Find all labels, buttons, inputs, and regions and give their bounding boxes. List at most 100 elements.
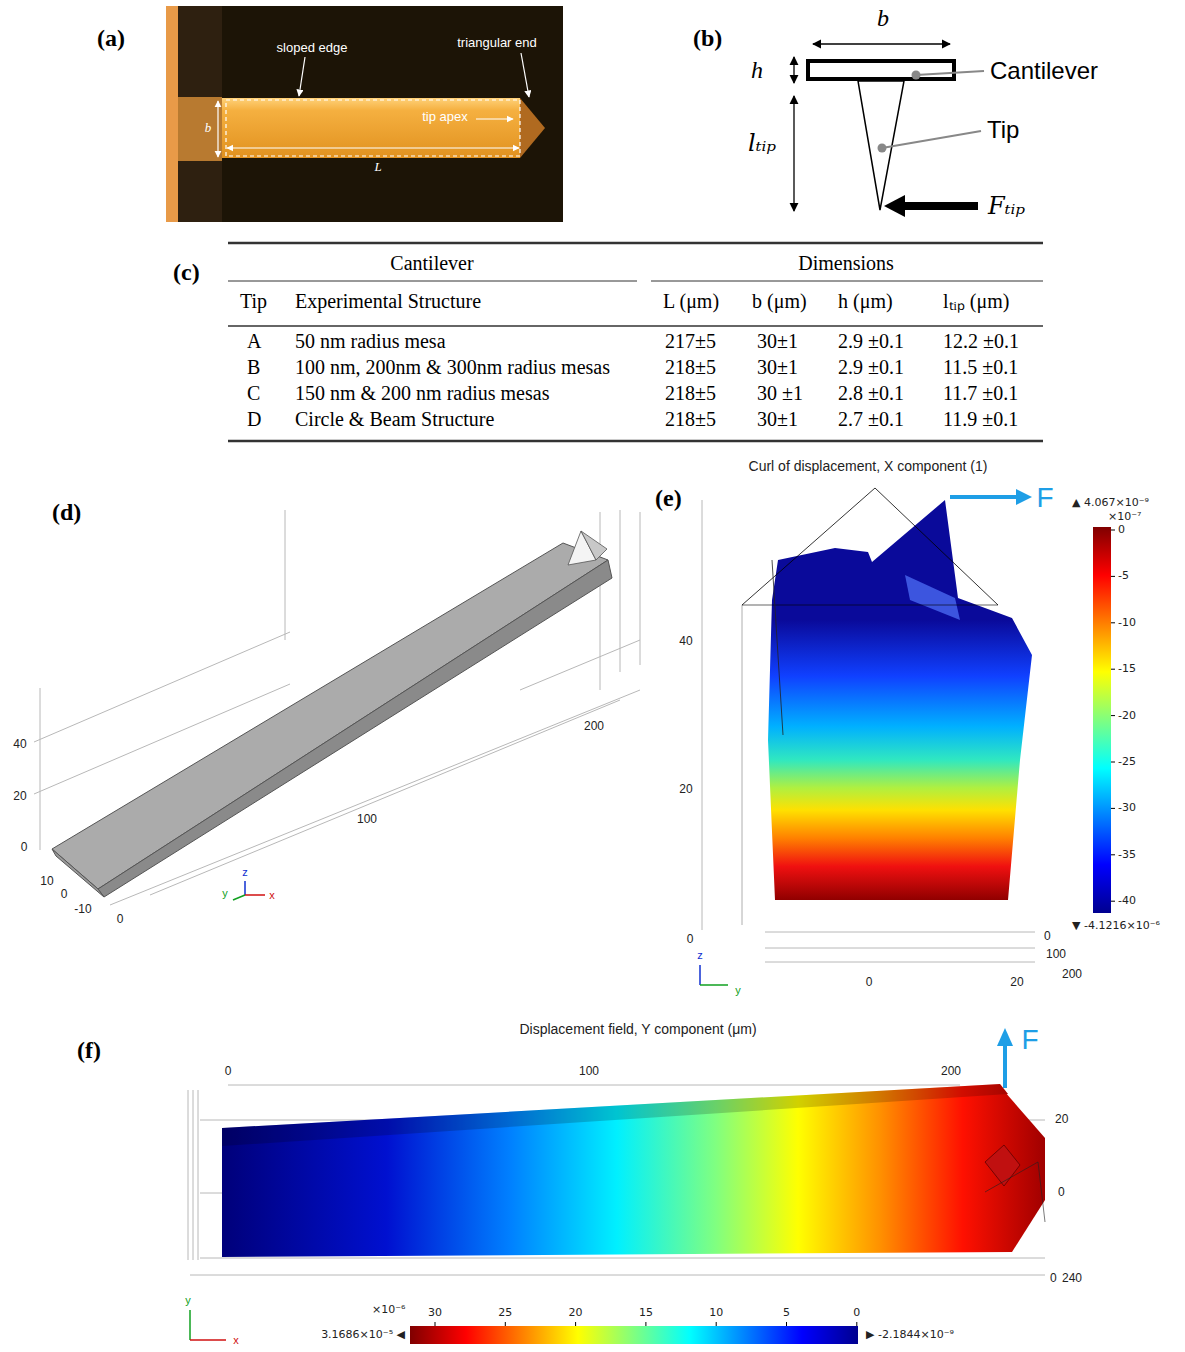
- colorbar-label: 20: [569, 1307, 583, 1319]
- table-cell: 2.8 ±0.1: [838, 382, 904, 404]
- micrograph: [299, 57, 305, 96]
- micrograph: [217, 101, 218, 157]
- cantilever-sketch: [912, 71, 921, 80]
- table-cell: D: [247, 408, 261, 430]
- axis-tick: 240: [1062, 1272, 1082, 1285]
- panel-label: (c): [173, 259, 200, 285]
- axis-name: z: [697, 949, 703, 961]
- micrograph: [222, 98, 520, 158]
- callout-label: tip apex: [422, 110, 468, 124]
- micrograph: [166, 6, 563, 222]
- plot-title: Curl of displacement, X component (1): [749, 459, 988, 474]
- curl-plot: [765, 932, 1035, 962]
- cantilever-sketch: [793, 57, 794, 83]
- displacement-plot: [716, 1322, 717, 1326]
- axis-name: y: [222, 887, 228, 899]
- cantilever-sketch: [813, 43, 950, 44]
- axis-tick: 200: [941, 1065, 961, 1078]
- curl-plot: [765, 932, 1035, 933]
- colorbar-label: 25: [498, 1307, 512, 1319]
- axis-tick: 20: [1010, 976, 1023, 989]
- micrograph: [520, 98, 545, 158]
- displacement-plot: [193, 1090, 194, 1260]
- curl-plot: [950, 495, 1018, 499]
- callout-label: sloped edge: [277, 41, 348, 55]
- curl-plot: [1093, 527, 1111, 913]
- axis-name: y: [185, 1294, 191, 1306]
- geometry-view: [34, 510, 640, 905]
- curl-plot: [742, 605, 743, 925]
- table-cell: 11.7 ±0.1: [943, 382, 1018, 404]
- table-cell: b (μm): [752, 290, 807, 312]
- geometry-view: [581, 531, 607, 560]
- geometry-view: [34, 632, 290, 742]
- displacement-plot: [222, 1084, 1008, 1146]
- curl-plot: [742, 605, 998, 606]
- force-label: F: [1021, 1025, 1038, 1056]
- axis-tick: 10: [40, 875, 53, 888]
- displacement-plot: [985, 1162, 1045, 1222]
- table-cell: Dimensions: [798, 252, 894, 274]
- table-cell: 12.2 ±0.1: [943, 330, 1019, 352]
- part-label: Tip: [987, 117, 1019, 143]
- axis-name: x: [233, 1334, 239, 1346]
- axis-tick: 0: [1044, 930, 1051, 943]
- table-cell: 217±5: [665, 330, 716, 352]
- table-cell: 2.7 ±0.1: [838, 408, 904, 430]
- force-label: F: [1036, 483, 1053, 514]
- colorbar-label: ×10⁻⁷: [1108, 511, 1141, 523]
- displacement-plot: [985, 1145, 1020, 1186]
- cantilever-sketch: [916, 71, 984, 75]
- dimension-label: L: [374, 160, 381, 174]
- micrograph: [178, 6, 222, 222]
- micrograph: [226, 100, 520, 156]
- cantilever-sketch: [900, 202, 978, 210]
- panel-label: (f): [77, 1037, 101, 1063]
- geometry-view: [245, 894, 265, 896]
- axis-tick: 100: [1046, 948, 1066, 961]
- curl-plot: [700, 984, 728, 986]
- colorbar-label: 0: [1118, 524, 1125, 536]
- displacement-plot: [188, 1085, 1045, 1275]
- table-rule: [228, 325, 1043, 327]
- geometry-view: [285, 510, 286, 640]
- curl-plot: [1111, 530, 1115, 901]
- table-cell: 218±5: [665, 408, 716, 430]
- axis-tick: 0: [1050, 1272, 1057, 1285]
- axis-name: y: [735, 984, 741, 996]
- colorbar-label: 0: [853, 1307, 860, 1319]
- table-cell: Experimental Structure: [295, 290, 481, 312]
- axis-tick: 40: [679, 635, 692, 648]
- axis-tick: 20: [13, 790, 26, 803]
- displacement-plot: [856, 1322, 857, 1326]
- axis-tick: 20: [1055, 1113, 1068, 1126]
- curl-plot: [742, 488, 998, 605]
- colorbar-label: -30: [1118, 802, 1136, 814]
- displacement-plot: [435, 1322, 857, 1326]
- displacement-plot: [1003, 1044, 1007, 1088]
- colorbar-label: -5: [1118, 570, 1129, 582]
- colorbar-label: -25: [1118, 756, 1136, 768]
- table-rule: [228, 243, 1043, 441]
- axis-tick: 0: [687, 933, 694, 946]
- colorbar-label: 3.1686×10⁻⁵ ◀: [321, 1329, 405, 1341]
- axis-tick: -10: [74, 903, 91, 916]
- colorbar-label: 5: [783, 1307, 790, 1319]
- table-cell: 30±1: [757, 356, 798, 378]
- colorbar-label: -40: [1118, 895, 1136, 907]
- curl-plot: [699, 965, 701, 985]
- callout-label: triangular end: [457, 36, 537, 50]
- axis-tick: 200: [584, 720, 604, 733]
- panel-label: (d): [52, 499, 81, 525]
- axis-tick: 0: [1058, 1186, 1065, 1199]
- geometry-view: [40, 688, 41, 850]
- geometry-view: [52, 849, 104, 897]
- force-label: Fₜᵢₚ: [988, 193, 1025, 219]
- colorbar-label: ▼ -4.1216×10⁻⁶: [1072, 920, 1160, 932]
- axis-tick: 0: [866, 976, 873, 989]
- table-cell: Cantilever: [390, 252, 473, 274]
- table-rule: [228, 281, 637, 282]
- curl-plot: [1111, 808, 1115, 809]
- table-cell: Tip: [240, 290, 267, 312]
- micrograph: [227, 147, 519, 148]
